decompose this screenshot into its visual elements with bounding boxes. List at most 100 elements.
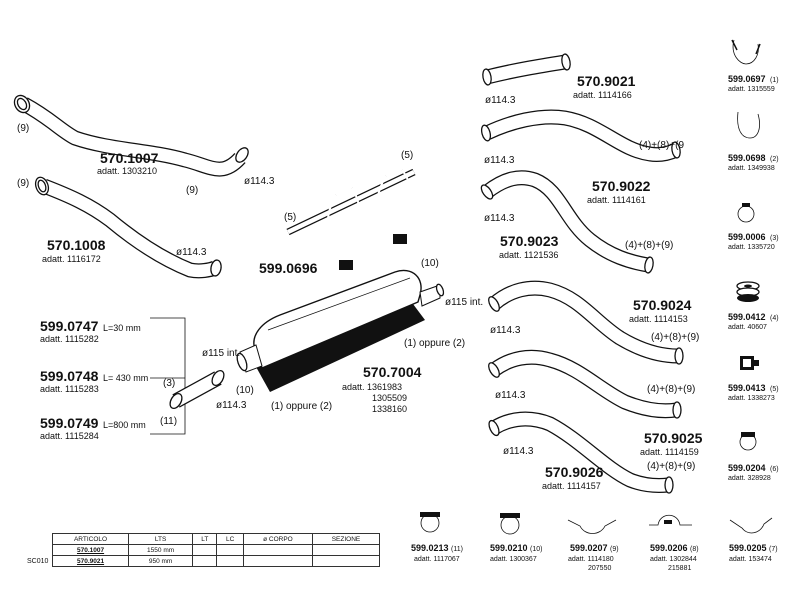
part-599-0747-adatt: adatt. 1115282 xyxy=(40,334,99,344)
dia-upper: ø114.3 xyxy=(484,155,515,166)
acc-bottom-1-tag: (10) xyxy=(530,546,542,553)
dia-570-9025: ø114.3 xyxy=(495,390,526,401)
pipe-570-1008 xyxy=(34,176,222,279)
col-header: ø CORPO xyxy=(242,533,314,545)
acc-right-4-code: 599.0413 xyxy=(728,383,766,393)
tags-570-9024: (4)+(8)+(9) xyxy=(651,332,699,343)
dia-570-9026: ø114.3 xyxy=(503,446,534,457)
oppure-b: (1) oppure (2) xyxy=(271,401,332,412)
table-header-row: ARTICOLO LTS LT LC ø CORPO SEZIONE xyxy=(51,533,380,545)
acc-bottom-2-code: 599.0207 xyxy=(570,543,608,553)
part-599-0748-len: L= 430 mm xyxy=(103,373,148,383)
acc-right-0-adatt: adatt. 1315559 xyxy=(728,86,775,93)
acc-bottom-3-adatt: adatt. 1302844 xyxy=(650,556,697,563)
dia-570-9024: ø114.3 xyxy=(490,325,521,336)
tag-5-a: (5) xyxy=(401,150,413,161)
part-570-9023-adatt: adatt. 1121536 xyxy=(499,250,558,260)
bracket-line xyxy=(150,317,186,435)
part-570-9024-code: 570.9024 xyxy=(633,297,692,313)
part-599-0747-code: 599.0747 xyxy=(40,318,99,334)
band-clamp-icon xyxy=(739,432,757,451)
acc-right-4-adatt: adatt. 1338273 xyxy=(728,395,775,402)
table-cell xyxy=(216,555,244,567)
col-header: LC xyxy=(216,533,244,545)
pipe-570-9022 xyxy=(480,170,654,274)
part-570-1008-code: 570.1008 xyxy=(47,237,106,253)
acc-right-5-adatt: adatt. 328928 xyxy=(728,475,771,482)
part-599-0749-len: L=800 mm xyxy=(103,420,146,430)
tag-10-b: (10) xyxy=(236,385,254,396)
hanger-bracket-599-0696 xyxy=(286,168,416,270)
dia-570-1008: ø114.3 xyxy=(176,247,207,258)
table-row: 570.9021 950 mm xyxy=(51,555,380,567)
tags-570-9026: (4)+(8)+(9) xyxy=(647,461,695,472)
acc-right-2-code: 599.0006 xyxy=(728,232,766,242)
part-570-9024-adatt: adatt. 1114153 xyxy=(629,314,688,324)
part-570-7004-adatt1: adatt. 1361983 xyxy=(342,382,402,392)
table-cell xyxy=(312,555,380,567)
part-599-0747-len: L=30 mm xyxy=(103,323,141,333)
part-599-0696-code: 599.0696 xyxy=(259,260,318,276)
bracket-icon xyxy=(567,519,617,534)
part-570-9023-code: 570.9023 xyxy=(500,233,559,249)
pipe-570-9022-upper xyxy=(480,109,681,162)
acc-bottom-1-code: 599.0210 xyxy=(490,543,528,553)
acc-bottom-0-code: 599.0213 xyxy=(411,543,449,553)
pipe-570-9024 xyxy=(488,280,684,365)
part-599-0749-code: 599.0749 xyxy=(40,415,99,431)
acc-bottom-3-adatt2: 215881 xyxy=(668,565,691,572)
part-570-1007-adatt: adatt. 1303210 xyxy=(97,166,157,176)
tag-3: (3) xyxy=(163,378,175,389)
muffler-outlet: ø115 int. xyxy=(445,297,483,308)
table-cell xyxy=(242,555,314,567)
acc-bottom-0-adatt: adatt. 1117067 xyxy=(414,556,460,563)
tags-570-9023: (4)+(8)+(9) xyxy=(625,240,673,251)
table-cell xyxy=(192,555,218,567)
dia-570-9022: ø114.3 xyxy=(484,213,515,224)
part-570-7004-code: 570.7004 xyxy=(363,364,422,380)
acc-bottom-4-adatt: adatt. 153474 xyxy=(729,556,772,563)
part-570-1008-adatt: adatt. 1116172 xyxy=(42,254,101,264)
part-570-9022-code: 570.9022 xyxy=(592,178,651,194)
bracket-icon xyxy=(729,517,773,534)
acc-bottom-3-tag: (8) xyxy=(690,546,699,553)
part-599-0749-adatt: adatt. 1115284 xyxy=(40,431,99,441)
tag-9-b: (9) xyxy=(186,185,198,196)
acc-bottom-2-adatt: adatt. 1114180 xyxy=(568,556,614,563)
part-570-9026-adatt: adatt. 1114157 xyxy=(542,481,601,491)
part-570-1007-code: 570.1007 xyxy=(100,150,159,166)
row-label: SC010 xyxy=(27,558,49,565)
acc-bottom-2-tag: (9) xyxy=(610,546,619,553)
table-cell: 950 mm xyxy=(128,555,194,567)
table-cell: 1550 mm xyxy=(128,544,194,556)
tag-9-a: (9) xyxy=(17,123,29,134)
acc-right-5-tag: (6) xyxy=(770,466,779,473)
pipe-570-9021 xyxy=(482,53,571,86)
acc-right-4-tag: (5) xyxy=(770,386,779,393)
part-599-0748-adatt: adatt. 1115283 xyxy=(40,384,99,394)
tag-11: (11) xyxy=(160,416,177,427)
ring-clamp-icon xyxy=(737,203,755,223)
spec-table: ARTICOLO LTS LT LC ø CORPO SEZIONE 570.1… xyxy=(51,533,380,567)
band-clamp-icon xyxy=(420,512,440,533)
table-cell: 570.9021 xyxy=(51,555,130,567)
acc-right-5-code: 599.0204 xyxy=(728,463,766,473)
pipe-570-9026 xyxy=(488,411,674,494)
u-bolt-icon xyxy=(731,39,761,65)
tags-570-9025b: (4)+(8)+(9) xyxy=(647,384,695,395)
table-cell xyxy=(216,544,244,556)
part-570-9021-code: 570.9021 xyxy=(577,73,636,89)
part-570-7004-adatt3: 1338160 xyxy=(372,404,407,414)
rubber-mount-icon xyxy=(740,356,759,370)
acc-bottom-0-tag: (11) xyxy=(451,546,463,553)
table-cell xyxy=(242,544,314,556)
acc-right-1-tag: (2) xyxy=(770,156,779,163)
acc-right-3-adatt: adatt. 40607 xyxy=(728,324,767,331)
pipe-570-9025 xyxy=(488,349,682,419)
pipe-570-1007 xyxy=(13,94,249,177)
tag-10-a: (10) xyxy=(421,258,439,269)
part-570-9022-adatt: adatt. 1114161 xyxy=(587,195,646,205)
tag-9-c: (9) xyxy=(17,178,29,189)
acc-bottom-1-adatt: adatt. 1300367 xyxy=(490,556,537,563)
